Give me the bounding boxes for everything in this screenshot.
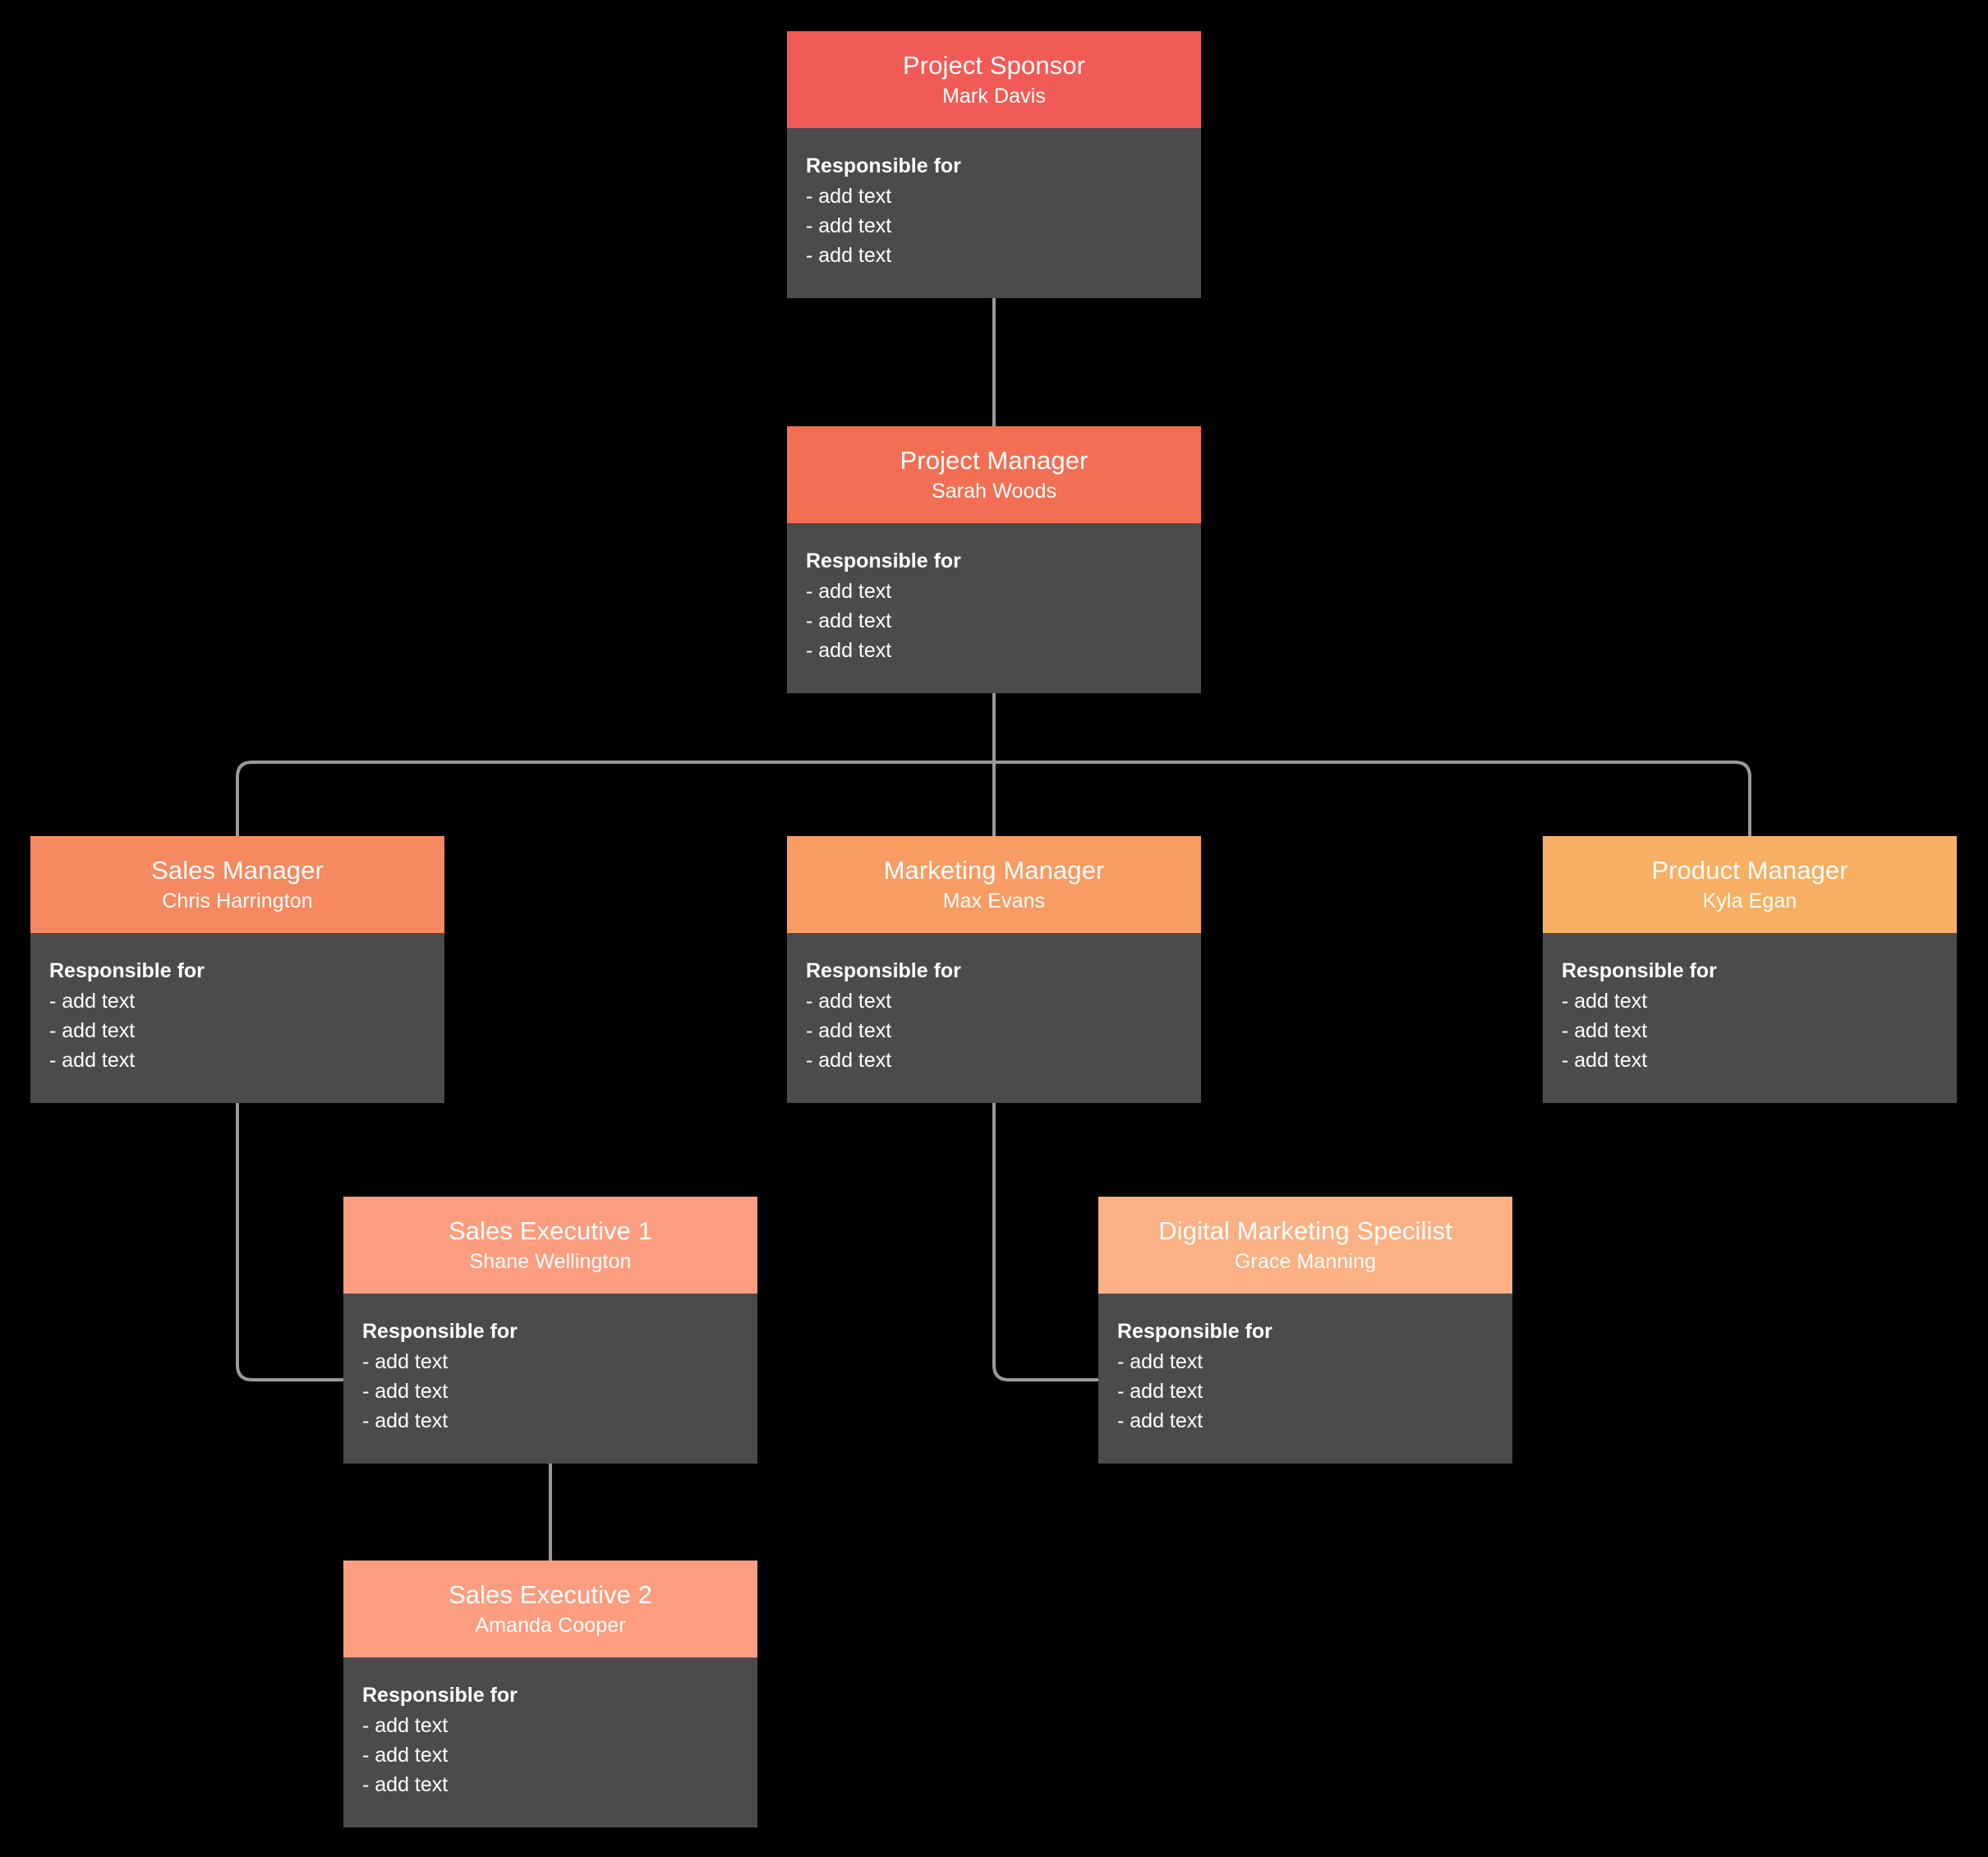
- node-sales-executive-1[interactable]: Sales Executive 1 Shane Wellington Respo…: [343, 1197, 757, 1464]
- node-role: Sales Executive 2: [448, 1580, 653, 1609]
- responsibility-item: - add text: [362, 1744, 449, 1767]
- responsibility-item: - add text: [1562, 990, 1648, 1013]
- node-role: Sales Executive 1: [448, 1216, 653, 1245]
- node-body-sales-manager: Responsible for - add text - add text - …: [30, 933, 444, 1103]
- responsibility-item: - add text: [362, 1773, 449, 1796]
- node-role: Product Manager: [1651, 856, 1848, 885]
- responsibility-list: - add text - add text - add text: [806, 986, 1201, 1075]
- responsibility-item: - add text: [1117, 1409, 1203, 1432]
- responsibility-item: - add text: [806, 609, 892, 632]
- responsibility-item: - add text: [806, 214, 892, 237]
- node-sales-executive-2[interactable]: Sales Executive 2 Amanda Cooper Responsi…: [343, 1561, 757, 1827]
- node-header-sales-manager: Sales Manager Chris Harrington: [30, 836, 444, 933]
- node-sales-manager[interactable]: Sales Manager Chris Harrington Responsib…: [30, 836, 444, 1103]
- responsible-title: Responsible for: [362, 1684, 518, 1707]
- responsibility-item: - add text: [362, 1350, 449, 1373]
- node-body-sales-executive-2: Responsible for - add text - add text - …: [343, 1657, 757, 1827]
- responsibility-item: - add text: [49, 1019, 136, 1042]
- node-body-digital-marketing-specilist: Responsible for - add text - add text - …: [1098, 1294, 1512, 1464]
- responsible-title: Responsible for: [1117, 1320, 1272, 1343]
- node-header-project-manager: Project Manager Sarah Woods: [787, 426, 1201, 523]
- responsible-title: Responsible for: [806, 959, 961, 982]
- node-role: Marketing Manager: [883, 856, 1105, 885]
- node-body-product-manager: Responsible for - add text - add text - …: [1543, 933, 1957, 1103]
- responsibility-item: - add text: [806, 580, 892, 603]
- node-person: Shane Wellington: [469, 1250, 632, 1273]
- node-person: Sarah Woods: [931, 480, 1057, 503]
- responsibility-item: - add text: [806, 639, 892, 662]
- responsibility-item: - add text: [806, 1019, 892, 1042]
- responsible-title: Responsible for: [1562, 959, 1717, 982]
- node-body-project-manager: Responsible for - add text - add text - …: [787, 523, 1201, 693]
- responsibility-item: - add text: [49, 1049, 136, 1072]
- node-role: Digital Marketing Specilist: [1158, 1216, 1452, 1245]
- node-project-manager[interactable]: Project Manager Sarah Woods Responsible …: [787, 426, 1201, 693]
- node-product-manager[interactable]: Product Manager Kyla Egan Responsible fo…: [1543, 836, 1957, 1103]
- responsibility-list: - add text - add text - add text: [362, 1711, 757, 1800]
- node-role: Project Manager: [900, 446, 1088, 475]
- node-project-sponsor[interactable]: Project Sponsor Mark Davis Responsible f…: [787, 31, 1201, 298]
- responsibility-list: - add text - add text - add text: [362, 1347, 757, 1436]
- responsible-title: Responsible for: [362, 1320, 518, 1343]
- responsible-title: Responsible for: [806, 154, 961, 177]
- edge-marketing-manager-to-digital-specilist: [992, 1103, 1098, 1381]
- node-person: Max Evans: [942, 889, 1046, 912]
- responsible-title: Responsible for: [806, 549, 961, 572]
- node-person: Chris Harrington: [162, 889, 313, 912]
- responsibility-item: - add text: [49, 990, 136, 1013]
- responsibility-item: - add text: [806, 990, 892, 1013]
- responsibility-item: - add text: [1562, 1049, 1648, 1072]
- responsibility-list: - add text - add text - add text: [1117, 1347, 1512, 1436]
- responsibility-item: - add text: [806, 1049, 892, 1072]
- node-person: Mark Davis: [941, 85, 1046, 108]
- node-header-digital-marketing-specilist: Digital Marketing Specilist Grace Mannin…: [1098, 1197, 1512, 1294]
- edge-manager-to-product-manager: [994, 761, 1751, 836]
- node-digital-marketing-specilist[interactable]: Digital Marketing Specilist Grace Mannin…: [1098, 1197, 1512, 1464]
- responsibility-item: - add text: [806, 185, 892, 208]
- responsibility-list: - add text - add text - add text: [1562, 986, 1957, 1075]
- responsibility-item: - add text: [362, 1380, 449, 1403]
- responsibility-item: - add text: [362, 1409, 449, 1432]
- edge-sales-manager-to-sales-exec-1: [236, 1103, 343, 1381]
- node-header-marketing-manager: Marketing Manager Max Evans: [787, 836, 1201, 933]
- responsible-title: Responsible for: [49, 959, 205, 982]
- responsibility-list: - add text - add text - add text: [806, 182, 1201, 270]
- responsibility-list: - add text - add text - add text: [806, 577, 1201, 665]
- node-marketing-manager[interactable]: Marketing Manager Max Evans Responsible …: [787, 836, 1201, 1103]
- responsibility-list: - add text - add text - add text: [49, 986, 444, 1075]
- node-header-sales-executive-2: Sales Executive 2 Amanda Cooper: [343, 1561, 757, 1657]
- node-body-project-sponsor: Responsible for - add text - add text - …: [787, 128, 1201, 298]
- responsibility-item: - add text: [806, 244, 892, 267]
- node-header-product-manager: Product Manager Kyla Egan: [1543, 836, 1957, 933]
- node-header-sales-executive-1: Sales Executive 1 Shane Wellington: [343, 1197, 757, 1294]
- responsibility-item: - add text: [1562, 1019, 1648, 1042]
- node-body-marketing-manager: Responsible for - add text - add text - …: [787, 933, 1201, 1103]
- node-role: Sales Manager: [151, 856, 324, 885]
- responsibility-item: - add text: [362, 1714, 449, 1737]
- responsibility-item: - add text: [1117, 1350, 1203, 1373]
- node-person: Amanda Cooper: [475, 1614, 626, 1637]
- edge-manager-to-sales-manager: [236, 761, 994, 836]
- node-person: Kyla Egan: [1702, 889, 1797, 912]
- responsibility-item: - add text: [1117, 1380, 1203, 1403]
- node-body-sales-executive-1: Responsible for - add text - add text - …: [343, 1294, 757, 1464]
- node-role: Project Sponsor: [902, 51, 1086, 80]
- node-header-project-sponsor: Project Sponsor Mark Davis: [787, 31, 1201, 128]
- node-person: Grace Manning: [1234, 1250, 1377, 1273]
